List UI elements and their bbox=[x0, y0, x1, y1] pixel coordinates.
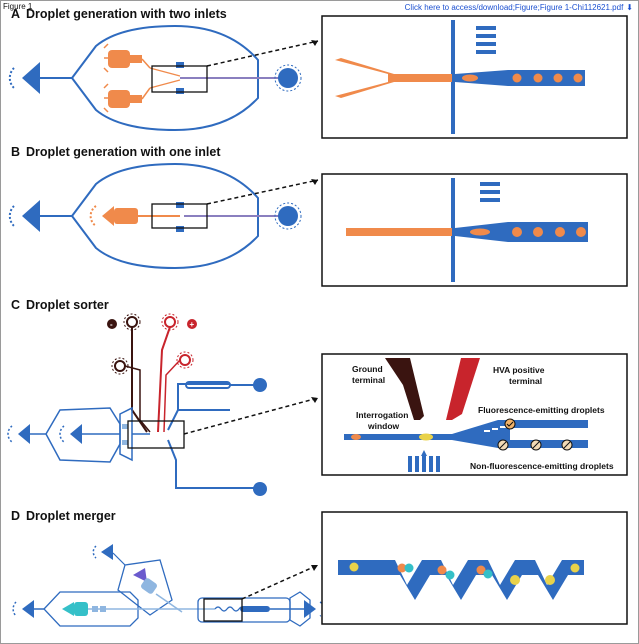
panel-a-title: A Droplet generation with two inlets bbox=[11, 7, 227, 21]
non-fluorescent-droplets bbox=[497, 439, 573, 451]
ground-label-1: Ground bbox=[352, 364, 383, 374]
download-link-text: Click here to access/download;Figure;Fig… bbox=[404, 3, 624, 12]
panel-a-text: Droplet generation with two inlets bbox=[26, 7, 227, 21]
positive-port bbox=[187, 319, 197, 329]
panel-a-detail bbox=[321, 15, 628, 139]
interrogation-label-1: Interrogation bbox=[356, 410, 408, 420]
figure-tab: Figure 1 bbox=[3, 2, 33, 11]
panel-d-letter: D bbox=[11, 509, 21, 523]
panel-b-chip bbox=[8, 162, 319, 270]
panel-d-detail bbox=[321, 511, 628, 625]
panel-b-letter: B bbox=[11, 145, 21, 159]
optical-fibers bbox=[408, 456, 440, 472]
svg-text:+: + bbox=[190, 320, 195, 329]
panel-b-detail bbox=[321, 173, 628, 287]
panel-d-chip bbox=[12, 544, 325, 627]
merged-droplets bbox=[349, 562, 580, 585]
download-icon: ⬇ bbox=[626, 3, 633, 12]
ground-electrode bbox=[385, 358, 424, 420]
download-link[interactable]: Click here to access/download;Figure;Fig… bbox=[405, 3, 633, 12]
panel-c-zoom-box bbox=[127, 420, 185, 449]
panel-d-text: Droplet merger bbox=[26, 509, 116, 523]
panel-a-chip bbox=[8, 24, 319, 132]
panel-b-title: B Droplet generation with one inlet bbox=[11, 145, 220, 159]
panel-c-chip: - + bbox=[7, 313, 319, 496]
panel-a-orange-inlets bbox=[103, 43, 181, 113]
svg-text:-: - bbox=[110, 320, 113, 329]
panel-c-detail: Ground terminal HVA positive terminal In… bbox=[321, 353, 628, 476]
panel-b-zoom-box bbox=[151, 203, 208, 229]
ground-port bbox=[107, 319, 117, 329]
panel-d-title: D Droplet merger bbox=[11, 509, 116, 523]
hva-label-2: terminal bbox=[509, 376, 542, 386]
interrogation-window-droplet bbox=[419, 433, 433, 441]
ground-label-2: terminal bbox=[352, 375, 385, 385]
panel-c-title: C Droplet sorter bbox=[11, 298, 109, 312]
panel-a-outlet-fan bbox=[8, 62, 72, 94]
panel-d-zoom-box bbox=[203, 598, 243, 622]
hva-electrode bbox=[446, 358, 480, 420]
panel-a-zoom-box bbox=[151, 65, 208, 93]
fluorescent-label: Fluorescence-emitting droplets bbox=[478, 405, 605, 415]
panel-c-letter: C bbox=[11, 298, 21, 312]
interrogation-label-2: window bbox=[367, 421, 400, 431]
panel-b-text: Droplet generation with one inlet bbox=[26, 145, 221, 159]
hva-label-1: HVA positive bbox=[493, 365, 545, 375]
panel-a-letter: A bbox=[11, 7, 21, 21]
non-fluorescent-label: Non-fluorescence-emitting droplets bbox=[470, 461, 614, 471]
panel-c-text: Droplet sorter bbox=[26, 298, 109, 312]
panel-a-outlet-port bbox=[278, 68, 298, 88]
